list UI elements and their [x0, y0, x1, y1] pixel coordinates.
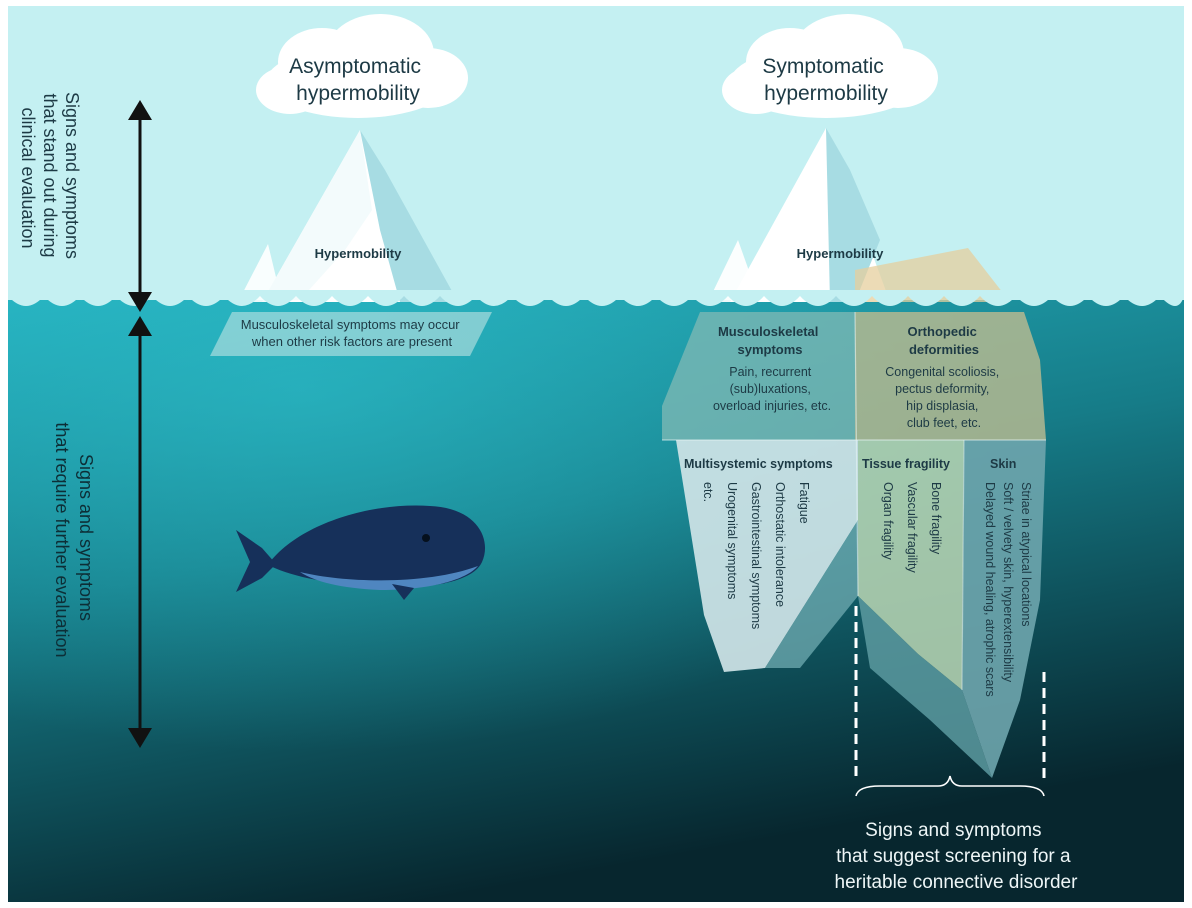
- divider-line: [961, 439, 965, 691]
- tissue-item-bone: Bone fragility: [929, 482, 943, 555]
- right-tip-label: Hypermobility: [797, 246, 884, 261]
- orthopedic-block: [855, 312, 1046, 440]
- right-iceberg: [662, 128, 1046, 778]
- skin-item-soft-skin: Soft / velvety skin, hyperextensibility: [1001, 482, 1015, 683]
- left-tip-label: Hypermobility: [315, 246, 402, 261]
- upper-arrow: [128, 100, 152, 312]
- left-peak-face: [262, 130, 372, 302]
- left-cloud-label: Asymptomatic hypermobility: [289, 55, 427, 105]
- skin-title: Skin: [990, 457, 1016, 471]
- musculoskeletal-block: [662, 312, 855, 440]
- tissue-block: [858, 440, 964, 690]
- right-cloud: [722, 14, 938, 118]
- screening-caption: Signs and symptoms that suggest screenin…: [835, 820, 1079, 893]
- multisystemic-item-fatigue: Fatigue: [797, 482, 811, 524]
- below-water-side-label: Signs and symptoms that require further …: [52, 422, 96, 657]
- multisystemic-item-orthostatic: Orthostatic intolerance: [773, 482, 787, 607]
- screening-bracket: [854, 606, 1046, 797]
- above-water-side-label: Signs and symptoms that stand out during…: [18, 92, 82, 264]
- right-peak-shadow: [826, 128, 880, 302]
- waterline-waves: [8, 290, 1184, 306]
- left-cloud: [256, 14, 468, 118]
- multisystemic-shadow: [765, 520, 858, 668]
- left-underwater-ice: [210, 312, 492, 356]
- orthopedic-items: Congenital scoliosis, pectus deformity, …: [885, 365, 1002, 430]
- lower-arrow: [128, 316, 152, 748]
- left-peak-shadow: [360, 130, 458, 302]
- multisystemic-block: [676, 440, 858, 672]
- tissue-item-organ: Organ fragility: [881, 482, 895, 561]
- divider-line: [854, 311, 859, 597]
- left-iceberg: [210, 130, 492, 356]
- left-underwater-label: Musculoskeletal symptoms may occur when …: [241, 317, 464, 349]
- musculoskeletal-title: Musculoskeletal symptoms: [718, 324, 822, 357]
- right-cloud-label: Symptomatic hypermobility: [762, 55, 889, 105]
- whale-illustration: [236, 505, 486, 600]
- skin-item-striae: Striae in atypical locations: [1019, 482, 1033, 627]
- multisystemic-item-gastrointestinal: Gastrointestinal symptoms: [749, 482, 763, 629]
- musculoskeletal-items: Pain, recurrent (sub)luxations, overload…: [713, 365, 831, 413]
- tissue-title: Tissue fragility: [862, 457, 950, 471]
- sky: [8, 6, 1184, 306]
- multisystemic-item-urogenital: Urogenital symptoms: [725, 482, 739, 599]
- multisystemic-title: Multisystemic symptoms: [684, 457, 833, 471]
- orthopedic-title: Orthopedic deformities: [908, 324, 981, 357]
- skin-item-wound-healing: Delayed wound healing, atrophic scars: [983, 482, 997, 697]
- skin-block: [962, 440, 1046, 778]
- tissue-item-vascular: Vascular fragility: [905, 482, 919, 574]
- tissue-shadow: [858, 596, 992, 778]
- right-orthopedic-top: [855, 248, 1010, 302]
- multisystemic-item-etc: etc.: [701, 482, 715, 502]
